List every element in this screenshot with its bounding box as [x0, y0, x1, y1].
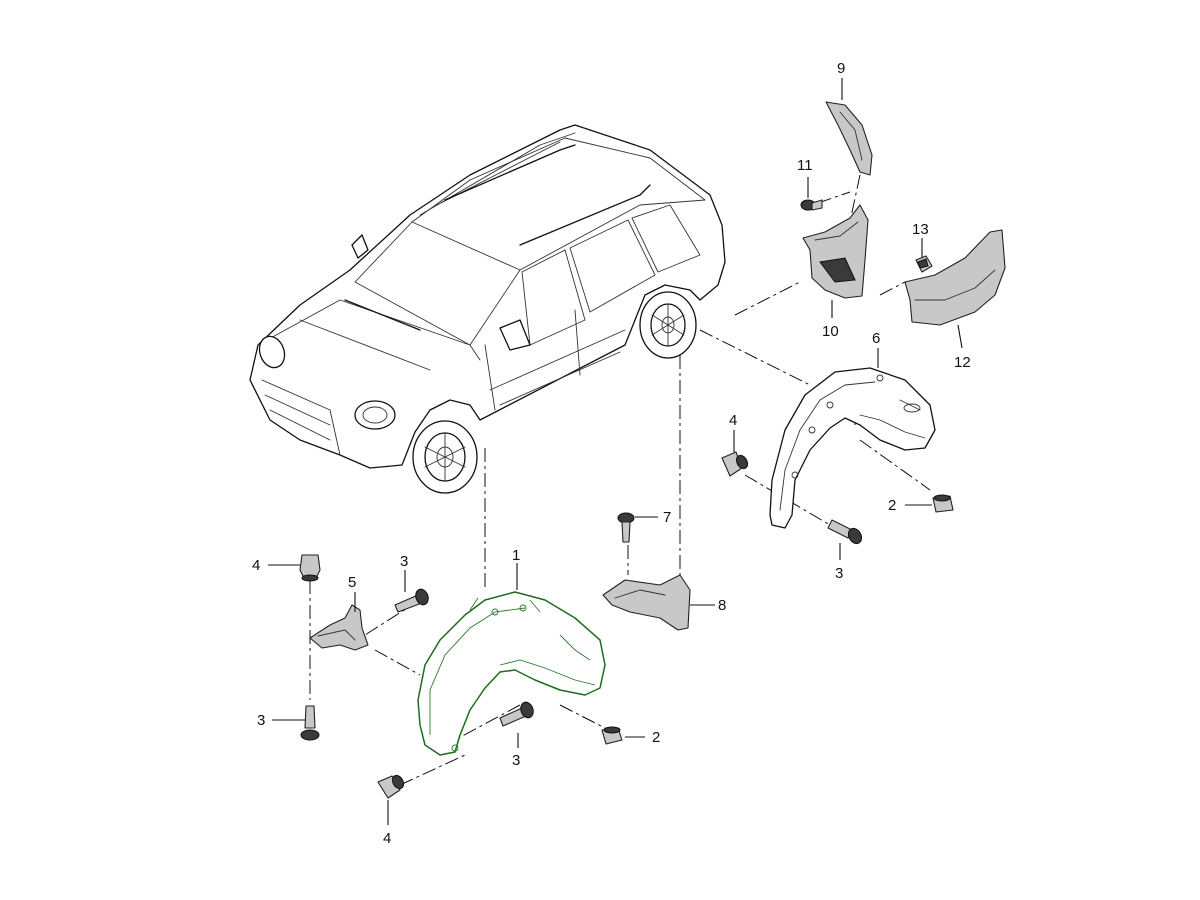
- fasteners: [299, 199, 954, 799]
- screw-3a[interactable]: [300, 705, 320, 741]
- callout-7: 7: [663, 509, 671, 526]
- callout-13: 13: [912, 221, 929, 238]
- screw-3d[interactable]: [827, 519, 864, 546]
- trim-part-9[interactable]: [825, 101, 873, 176]
- callout-9: 9: [837, 60, 845, 77]
- mud-flap-part-10[interactable]: [802, 204, 869, 299]
- callout-10: 10: [822, 323, 839, 340]
- callout-3a: 3: [400, 553, 408, 570]
- push-clip-4b[interactable]: [377, 773, 406, 799]
- callout-11: 11: [797, 157, 813, 174]
- callout-2b: 2: [888, 497, 896, 514]
- front-wheel-liner-part-1[interactable]: [417, 591, 606, 756]
- mud-flap-part-8[interactable]: [602, 574, 691, 631]
- nut-2a[interactable]: [601, 726, 623, 745]
- callout-2a: 2: [652, 729, 660, 746]
- screw-3c[interactable]: [499, 700, 535, 727]
- push-clip-4a[interactable]: [299, 554, 321, 582]
- clip-13[interactable]: [915, 255, 933, 273]
- callout-3c: 3: [512, 752, 520, 769]
- leader-lines: [268, 78, 963, 825]
- callout-labels: 1 2 2 3 3 3 3 4 4 4 5 6 7 8 9 10 11 12 1…: [252, 60, 971, 847]
- callout-1: 1: [512, 547, 520, 564]
- vehicle-illustration: [249, 124, 726, 494]
- screw-7[interactable]: [617, 512, 635, 543]
- rear-wheel-liner-part-6[interactable]: [769, 367, 936, 529]
- callout-5: 5: [348, 574, 356, 591]
- callout-4c: 4: [729, 412, 737, 429]
- callout-8: 8: [718, 597, 726, 614]
- screw-3b[interactable]: [394, 587, 430, 613]
- assembly-lines: [309, 174, 931, 786]
- callout-4b: 4: [383, 830, 391, 847]
- callout-6: 6: [872, 330, 880, 347]
- callout-12: 12: [954, 354, 971, 371]
- callout-3b: 3: [257, 712, 265, 729]
- nut-2b[interactable]: [932, 494, 954, 513]
- screw-11[interactable]: [800, 199, 823, 211]
- push-clip-4c[interactable]: [721, 451, 750, 477]
- callout-3d: 3: [835, 565, 843, 582]
- trim-part-12[interactable]: [904, 229, 1006, 326]
- bracket-part-5[interactable]: [309, 604, 369, 651]
- callout-4a: 4: [252, 557, 260, 574]
